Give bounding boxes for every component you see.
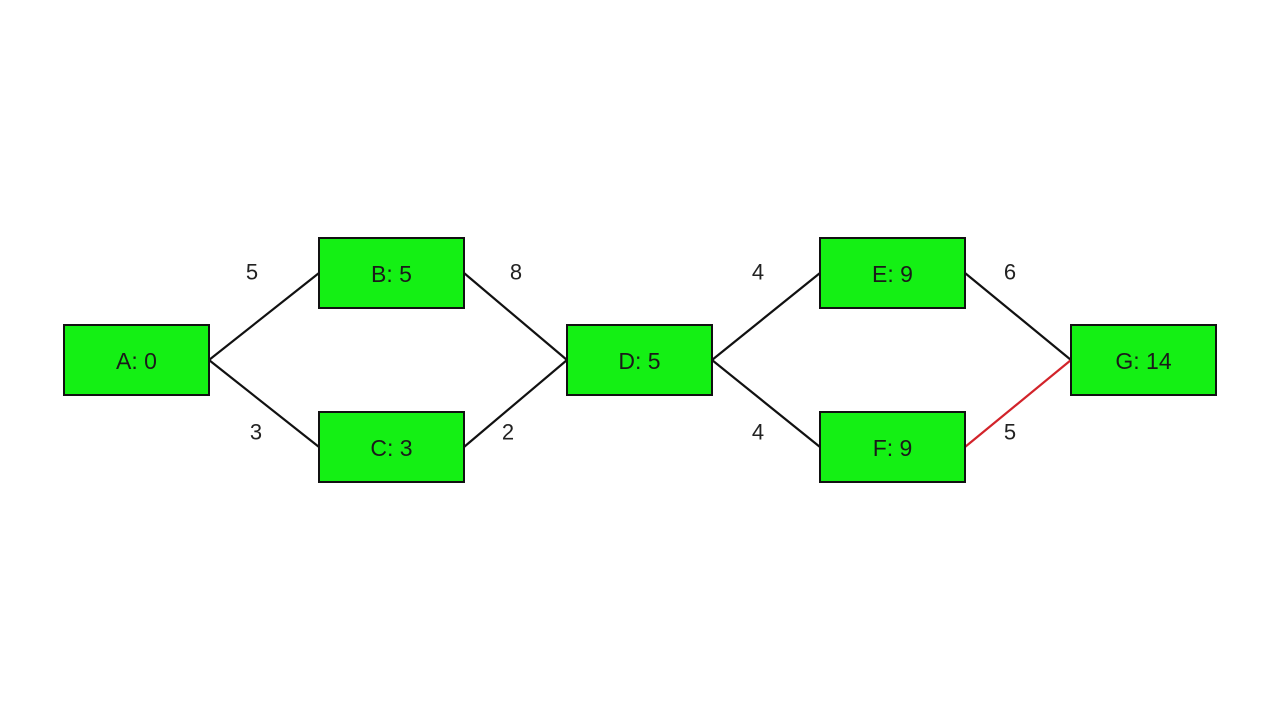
node-box-a [63, 324, 210, 396]
edge-a-c [208, 359, 320, 448]
edge-a-b [208, 272, 320, 361]
node-box-f [819, 411, 966, 483]
node-label-g: G: 14 [1115, 348, 1171, 374]
node-b: B: 5 [318, 237, 465, 309]
node-f: F: 9 [819, 411, 966, 483]
edge-weight-d-f: 4 [752, 420, 764, 445]
edge-c-d [463, 359, 568, 448]
node-label-f: F: 9 [873, 435, 913, 461]
edge-weight-f-g: 5 [1004, 420, 1016, 445]
node-label-e: E: 9 [872, 261, 913, 287]
edge-weight-c-d: 2 [502, 420, 514, 445]
node-box-e [819, 237, 966, 309]
edge-f-g [964, 359, 1072, 448]
node-c: C: 3 [318, 411, 465, 483]
edge-weight-e-g: 6 [1004, 260, 1016, 285]
node-box-c [318, 411, 465, 483]
node-label-d: D: 5 [618, 348, 660, 374]
node-label-b: B: 5 [371, 261, 412, 287]
node-g: G: 14 [1070, 324, 1217, 396]
node-label-a: A: 0 [116, 348, 157, 374]
nodes-layer: A: 0 B: 5 C: 3 D: 5 E: 9 F: 9 G: 14 [63, 237, 1217, 483]
node-label-c: C: 3 [370, 435, 412, 461]
edge-labels-layer: 5 3 8 2 4 4 6 5 [246, 260, 1016, 445]
edge-weight-a-b: 5 [246, 260, 258, 285]
edge-weight-a-c: 3 [250, 420, 262, 445]
edge-e-g [964, 272, 1072, 361]
node-box-g [1070, 324, 1217, 396]
node-a: A: 0 [63, 324, 210, 396]
edge-weight-d-e: 4 [752, 260, 764, 285]
edge-d-e [711, 272, 821, 361]
edges-layer [208, 272, 1072, 448]
node-box-b [318, 237, 465, 309]
edge-weight-b-d: 8 [510, 260, 522, 285]
node-box-d [566, 324, 713, 396]
edge-b-d [463, 272, 568, 361]
edge-d-f [711, 359, 821, 448]
node-d: D: 5 [566, 324, 713, 396]
node-e: E: 9 [819, 237, 966, 309]
